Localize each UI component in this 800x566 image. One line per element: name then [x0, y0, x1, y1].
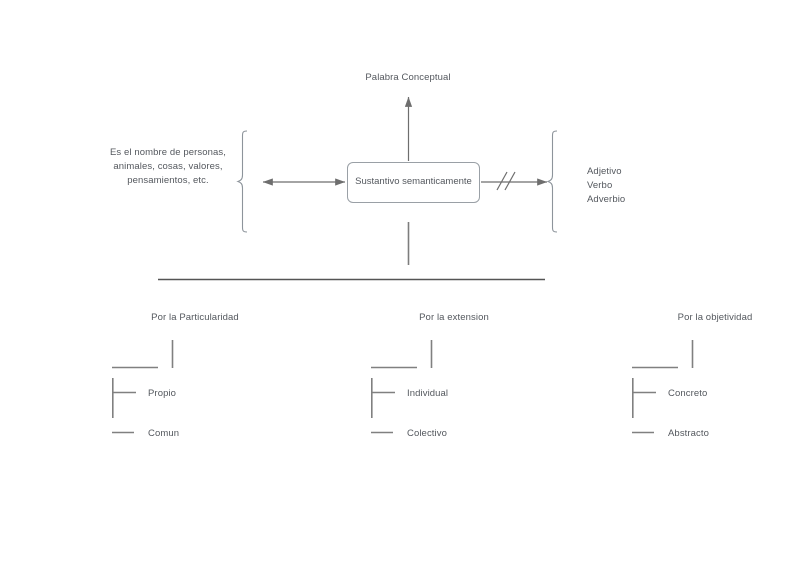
branch-item-propio: Propio — [148, 388, 177, 399]
branch-item-abstracto: Abstracto — [668, 428, 710, 439]
right-item-adjetivo: Adjetivo — [587, 166, 622, 177]
right-curly-brace — [546, 130, 558, 233]
branch-heading-extension: Por la extension — [419, 312, 489, 323]
branch-item-individual: Individual — [407, 388, 449, 399]
left-curly-brace — [236, 130, 248, 233]
branch-item-comun: Comun — [148, 428, 180, 439]
branch-item-colectivo: Colectivo — [407, 428, 447, 439]
palabra-conceptual-label: Palabra Conceptual — [365, 72, 451, 83]
right-item-verbo: Verbo — [587, 180, 613, 191]
sustantivo-semanticamente-label: Sustantivo semanticamente — [355, 176, 472, 187]
branch-heading-objetividad: Por la objetividad — [677, 312, 753, 323]
right-item-adverbio: Adverbio — [587, 194, 626, 205]
right-arrow-with-slash-mark — [481, 171, 548, 191]
branch-item-concreto: Concreto — [668, 388, 708, 399]
branch-heading-particularidad: Por la Particularidad — [151, 312, 239, 323]
left-definition-text: Es el nombre de personas, animales, cosa… — [109, 147, 227, 186]
sustantivo-semanticamente-box[interactable]: Sustantivo semanticamente — [347, 162, 480, 203]
